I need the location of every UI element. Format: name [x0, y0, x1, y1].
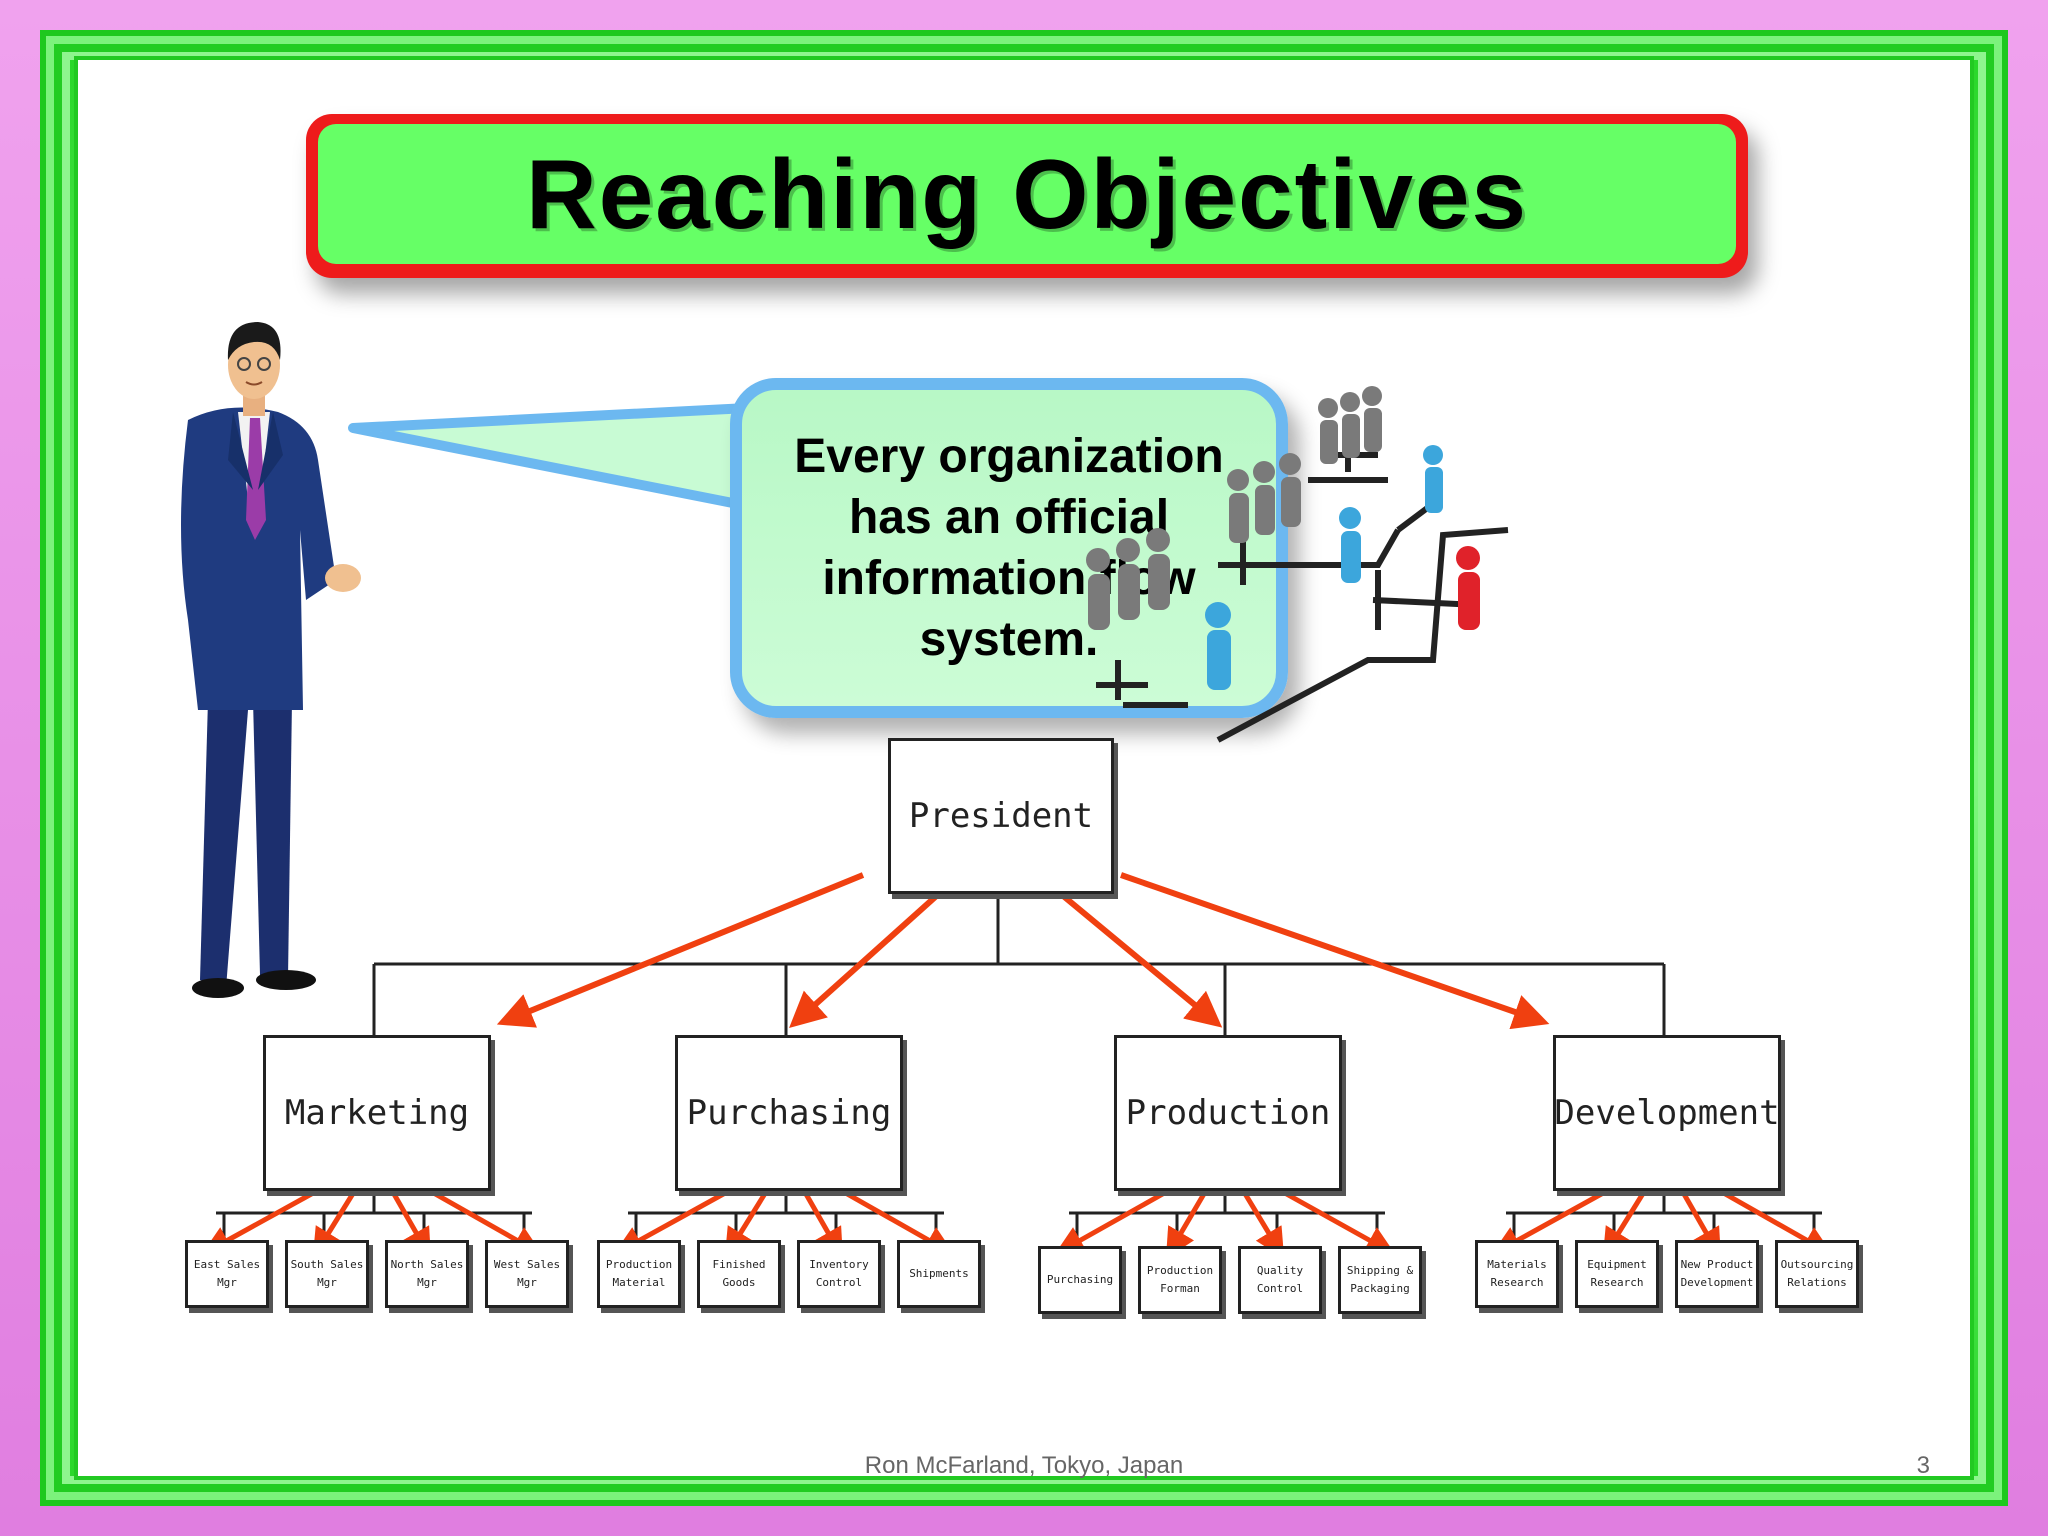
org-box-subunit: Finished Goods	[697, 1240, 781, 1308]
people-hierarchy-illustration	[1086, 386, 1509, 743]
org-box-subunit: Production Forman	[1138, 1246, 1222, 1314]
org-box-subunit: Shipping & Packaging	[1338, 1246, 1422, 1314]
speech-bubble-text: Every organization has an official infor…	[794, 430, 1224, 666]
org-box-subunit: Materials Research	[1475, 1240, 1559, 1308]
businessman-illustration	[181, 322, 361, 998]
org-box-subunit: Shipments	[897, 1240, 981, 1308]
org-box-subunit: West Sales Mgr	[485, 1240, 569, 1308]
org-box-president-label: President	[908, 796, 1094, 836]
org-box-dept: Purchasing	[675, 1035, 903, 1191]
blue-figures	[1205, 445, 1443, 690]
org-box-subunit: Outsourcing Relations	[1775, 1240, 1859, 1308]
org-box-subunit: North Sales Mgr	[385, 1240, 469, 1308]
org-box-dept-label: Purchasing	[686, 1093, 892, 1133]
org-box-dept-label: Marketing	[284, 1093, 470, 1133]
page-number: 3	[1916, 1452, 1930, 1479]
org-box-subunit: Quality Control	[1238, 1246, 1322, 1314]
title-banner-inner: Reaching Objectives	[318, 124, 1736, 264]
footer-text: Ron McFarland, Tokyo, Japan	[864, 1452, 1184, 1479]
org-box-president: President	[888, 738, 1114, 894]
org-box-subunit: Production Material	[597, 1240, 681, 1308]
org-box-subunit: Equipment Research	[1575, 1240, 1659, 1308]
org-box-subunit: Inventory Control	[797, 1240, 881, 1308]
title-banner: Reaching Objectives	[306, 114, 1748, 278]
org-box-dept: Production	[1114, 1035, 1342, 1191]
org-box-subunit: South Sales Mgr	[285, 1240, 369, 1308]
slide-title: Reaching Objectives	[525, 138, 1529, 249]
slide: Reaching Objectives Every organization h…	[78, 60, 1970, 1479]
org-box-subunit: New Product Development	[1675, 1240, 1759, 1308]
org-box-dept-label: Development	[1554, 1093, 1780, 1133]
org-chart-lines	[201, 872, 1833, 1259]
org-box-dept-label: Production	[1125, 1093, 1331, 1133]
org-box-subunit: Purchasing	[1038, 1246, 1122, 1314]
org-box-dept: Marketing	[263, 1035, 491, 1191]
org-box-dept: Development	[1553, 1035, 1781, 1191]
gray-figures	[1086, 386, 1382, 630]
org-box-subunit: East Sales Mgr	[185, 1240, 269, 1308]
red-figure	[1456, 546, 1480, 630]
